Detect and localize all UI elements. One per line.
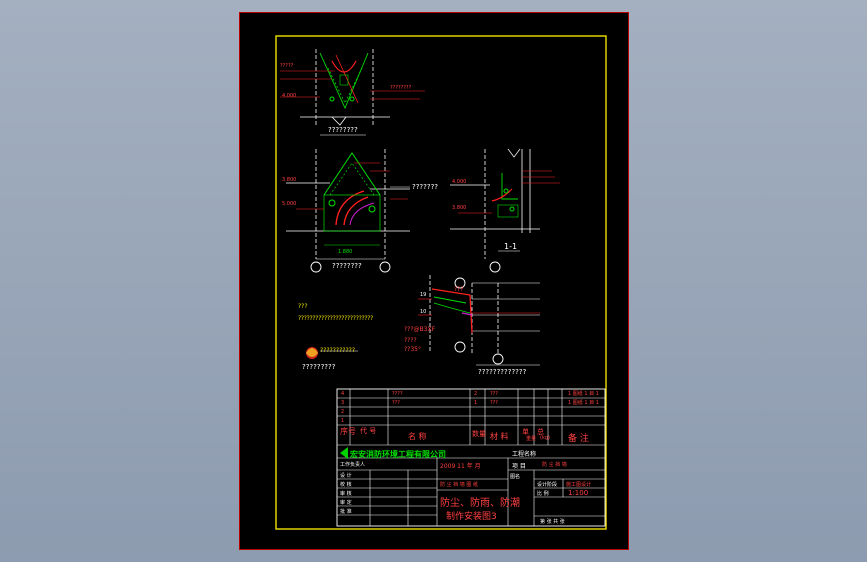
single-header: 单: [522, 428, 529, 436]
stage-label: 设计阶段: [537, 482, 558, 488]
dim-b: 5.000: [282, 201, 297, 207]
arrow-label-a: ?????: [280, 63, 294, 69]
name-header: 名 称: [408, 432, 427, 441]
design-phase: 施工图设计: [566, 482, 592, 488]
note-line: ??????????????????????????: [298, 315, 373, 322]
legend-text: ???????????: [320, 347, 356, 354]
sign-row-5: 批 准: [340, 509, 352, 515]
date: 2009 11 年 月: [440, 463, 481, 470]
detail-a: [280, 49, 425, 136]
bom-seq-1: 1: [341, 418, 345, 424]
detail-a-label: ????????: [328, 126, 358, 134]
rebar-b: ???@B3XF: [404, 326, 436, 333]
item-label: 项 目: [512, 463, 526, 470]
seq-header: 序号: [340, 427, 356, 436]
elev-f: 10: [420, 309, 427, 315]
elev-c: 4.000: [452, 179, 467, 185]
elev-a: 4.000: [282, 93, 297, 99]
detail-d: [418, 275, 540, 366]
material-header: 材 料: [490, 432, 509, 441]
legend-caption: ?????????: [302, 363, 336, 371]
sign-row-3: 审 核: [340, 491, 352, 497]
cad-drawing: [275, 35, 607, 530]
sign-row-4: 审 定: [340, 500, 352, 506]
elev-b: 3.800: [282, 177, 297, 183]
total-header: 总: [537, 428, 544, 436]
detail-c-label: ???????: [412, 183, 439, 191]
project-label: 工程名称: [512, 451, 537, 458]
detail-b: [286, 149, 410, 273]
logo-mark: [340, 447, 348, 459]
bom-name-3: ???: [490, 400, 498, 406]
rebar-a: ???: [454, 286, 464, 293]
part-label: 图名: [510, 474, 521, 480]
drawing-title-line1: 防尘、防雨、防潮: [440, 498, 520, 509]
detail-b-label: ????????: [332, 262, 362, 270]
rebar-d: ??35°: [404, 346, 422, 353]
bom-code-3: ???: [392, 400, 400, 406]
part-value: 防 尘 挡 墙 图 纸: [440, 482, 478, 488]
arrow-label-b: ????????: [390, 85, 412, 91]
drawing-title-line2: 制作安装图3: [446, 512, 497, 522]
elev-d: 3.800: [452, 205, 467, 211]
legend: [306, 347, 358, 359]
code-header: 代 号: [360, 427, 377, 435]
bom-code-4: ????: [392, 391, 403, 397]
detail-d-label: ?????????????: [478, 368, 527, 376]
weight-header: 重量: [526, 436, 537, 442]
remark-header: 备 注: [568, 434, 589, 444]
inner-border: [275, 35, 607, 530]
dim-a: 1.880: [338, 249, 353, 255]
bom-name-4: ???: [490, 391, 498, 397]
sign-row-2: 校 核: [340, 482, 352, 488]
sign-row-0: 工作负责人: [340, 462, 366, 468]
scale-value: 1:100: [568, 489, 589, 497]
title-block: [336, 388, 606, 527]
bom-qty-4: 2: [474, 391, 478, 397]
ref-a: 1 图纸 1 目 1: [568, 391, 599, 397]
bom-seq-3: 3: [341, 400, 345, 406]
rebar-c: ????: [404, 337, 417, 344]
bom-qty-3: 1: [474, 400, 478, 406]
company-name: 宏安消防环境工程有限公司: [350, 450, 446, 459]
ref-b: 1 图纸 1 目 1: [568, 400, 599, 406]
elev-e: 19: [420, 292, 427, 298]
weight-unit: (kg): [540, 435, 550, 441]
bom-seq-4: 4: [341, 391, 345, 397]
sign-row-1: 设 计: [340, 473, 352, 479]
sheet-label: 第 张 共 张: [540, 519, 565, 525]
section-1-1-label: 1-1: [504, 242, 518, 251]
drawing-sheet: ???????? ???????? ??????? 1-1 ??????????…: [239, 12, 629, 550]
note-title: ???: [298, 303, 308, 310]
section-1-1: [450, 148, 560, 273]
bom-seq-2: 2: [341, 409, 345, 415]
scale-label: 比 例: [537, 491, 549, 497]
item-value: 防 尘 挡 墙: [542, 462, 567, 468]
qty-header: 数量: [472, 430, 486, 438]
